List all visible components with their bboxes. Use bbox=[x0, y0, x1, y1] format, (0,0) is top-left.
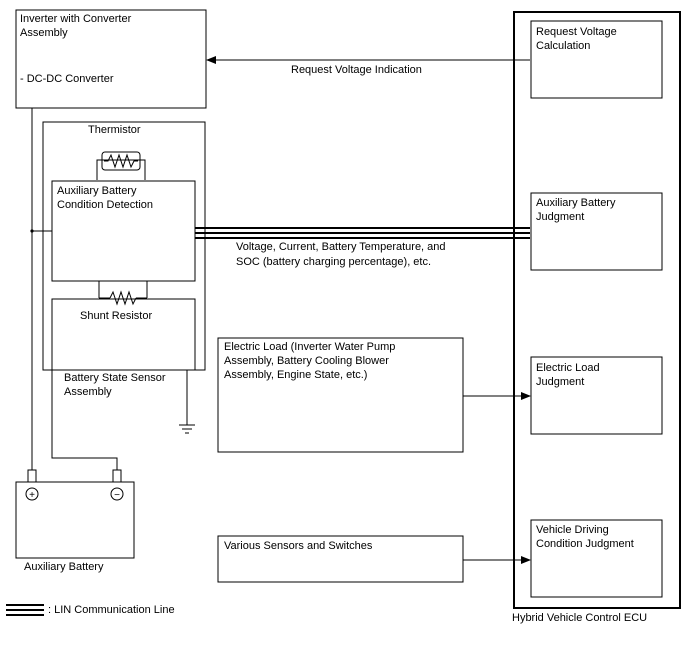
auxiliary-battery-label: Auxiliary Battery bbox=[24, 561, 104, 573]
driving-judgment-line2: Condition Judgment bbox=[536, 538, 634, 550]
aux-battery-detection-block: Auxiliary Battery Condition Detection bbox=[51, 180, 196, 282]
request-voltage-indication-label: Request Voltage Indication bbox=[291, 64, 422, 76]
shunt-resistor-block: Shunt Resistor bbox=[51, 298, 196, 371]
ecu-label: Hybrid Vehicle Control ECU bbox=[512, 612, 647, 624]
hybrid-vehicle-control-ecu: Hybrid Vehicle Control ECU Request Volta… bbox=[512, 11, 681, 624]
aux-detection-line1: Auxiliary Battery bbox=[57, 185, 137, 197]
load-judgment-line2: Judgment bbox=[536, 376, 584, 388]
ground-symbol bbox=[179, 370, 195, 434]
negative-wire bbox=[51, 335, 118, 470]
battery-plus-terminal: + bbox=[29, 490, 35, 501]
driving-condition-judgment-block bbox=[530, 519, 663, 598]
request-voltage-calc-line1: Request Voltage bbox=[536, 26, 617, 38]
thermistor-symbol bbox=[96, 151, 146, 180]
inverter-title-line2: Assembly bbox=[20, 27, 68, 39]
driving-judgment-line1: Vehicle Driving bbox=[536, 524, 609, 536]
electric-load-block: Electric Load (Inverter Water Pump Assem… bbox=[217, 337, 464, 453]
load-judgment-line1: Electric Load bbox=[536, 362, 600, 374]
lin-signal-line2: SOC (battery charging percentage), etc. bbox=[236, 256, 431, 268]
electric-load-line3: Assembly, Engine State, etc.) bbox=[224, 369, 367, 381]
positive-wire bbox=[30, 108, 52, 470]
various-sensors-label: Various Sensors and Switches bbox=[224, 540, 373, 552]
request-voltage-calc-block bbox=[530, 20, 663, 99]
inverter-title-line1: Inverter with Converter bbox=[20, 13, 132, 25]
battery-state-sensor-assembly: Thermistor bbox=[42, 121, 206, 371]
shunt-resistor-label: Shunt Resistor bbox=[80, 310, 152, 322]
request-voltage-calc-line2: Calculation bbox=[536, 40, 590, 52]
sensor-assembly-line1: Battery State Sensor bbox=[64, 372, 166, 384]
auxiliary-battery: + − Auxiliary Battery bbox=[15, 469, 135, 573]
electric-load-line2: Assembly, Battery Cooling Blower bbox=[224, 355, 389, 367]
electric-load-line1: Electric Load (Inverter Water Pump bbox=[224, 341, 395, 353]
lin-communication-line bbox=[195, 227, 530, 239]
legend-lin-label: : LIN Communication Line bbox=[48, 604, 175, 616]
aux-judgment-line2: Judgment bbox=[536, 211, 584, 223]
battery-minus-terminal: − bbox=[114, 490, 120, 501]
aux-battery-judgment-block bbox=[530, 192, 663, 271]
shunt-resistor-symbol bbox=[98, 281, 148, 306]
lin-signal-line1: Voltage, Current, Battery Temperature, a… bbox=[236, 241, 446, 253]
various-sensors-block: Various Sensors and Switches bbox=[217, 535, 464, 583]
electric-load-judgment-block bbox=[530, 356, 663, 435]
thermistor-label: Thermistor bbox=[88, 124, 141, 136]
legend: : LIN Communication Line bbox=[6, 604, 175, 616]
aux-judgment-line1: Auxiliary Battery bbox=[536, 197, 616, 209]
dcdc-converter-label: - DC-DC Converter bbox=[20, 73, 114, 85]
inverter-block: Inverter with Converter Assembly - DC-DC… bbox=[15, 9, 207, 109]
aux-detection-line2: Condition Detection bbox=[57, 199, 153, 211]
sensor-assembly-line2: Assembly bbox=[64, 386, 112, 398]
